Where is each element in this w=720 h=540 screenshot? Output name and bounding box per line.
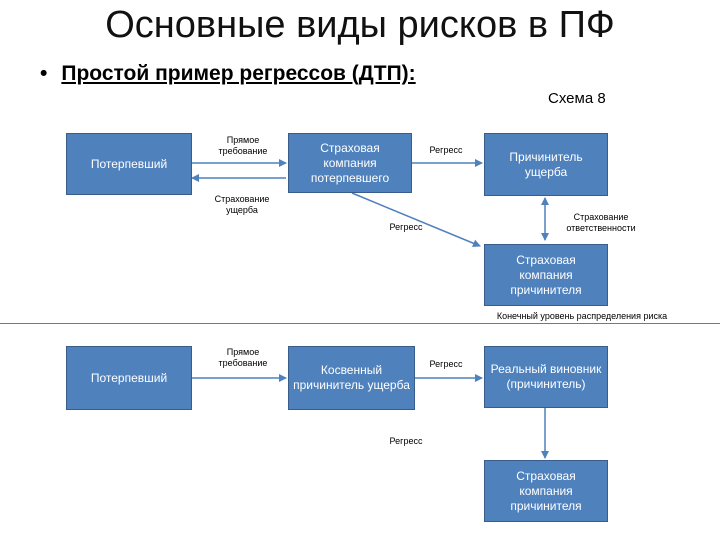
regress-diag-label: Регресс (389, 222, 423, 232)
direct-claim-label: Прямое требование (218, 135, 268, 156)
arrow-regress-diag (351, 192, 481, 248)
victim-insurer-box: Страховая компания потерпевшего (288, 133, 412, 193)
regress-top-label-bottom: Регресс (429, 359, 463, 369)
culprit-insurer-box: Страховая компания причинителя (484, 244, 608, 306)
victim-box: Потерпевший (66, 133, 192, 195)
scheme-label: Схема 8 (548, 90, 606, 107)
regress-bottom-label: Регресс (389, 436, 423, 446)
final-level-label: Конечный уровень распределения риска (496, 311, 668, 321)
subtitle-row: • Простой пример регрессов (ДТП): (40, 62, 416, 86)
real-culprit-box: Реальный виновник (причинитель) (484, 346, 608, 408)
bullet: • (40, 62, 48, 85)
indirect-culprit-box: Косвенный причинитель ущерба (288, 346, 415, 410)
liability-insurance-label: Страхование ответственности (566, 212, 636, 233)
direct-claim-label-bottom: Прямое требование (218, 347, 268, 368)
culprit-insurer-box-bottom: Страховая компания причинителя (484, 460, 608, 522)
damage-insurance-label: Страхование ущерба (214, 194, 270, 215)
divider-line (0, 323, 720, 324)
subtitle: Простой пример регрессов (ДТП): (61, 62, 416, 85)
slide-title: Основные виды рисков в ПФ (105, 4, 615, 46)
regress-top-label: Регресс (429, 145, 463, 155)
culprit-box: Причинитель ущерба (484, 133, 608, 196)
victim-box-bottom: Потерпевший (66, 346, 192, 410)
